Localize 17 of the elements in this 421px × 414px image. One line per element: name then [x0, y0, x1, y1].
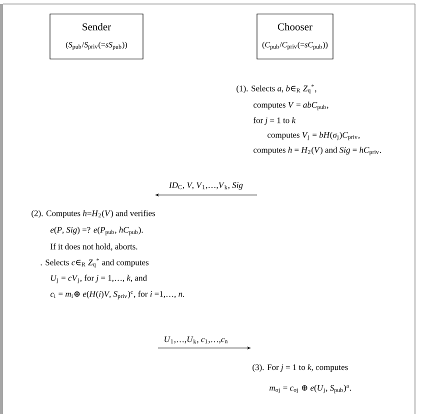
protocol-step-text: e(P, Sig) =? e(P$_{pub}$, hC$_{pub}$).	[50, 226, 143, 236]
protocol-step-text: If it does not hold, aborts.	[50, 243, 138, 251]
protocol-step-text: c$_{i}$ = m$_{i}$⊕ e(H(i)V, S$_{priv}$)$^{c}$, for i =1,…, n.	[50, 290, 184, 300]
party-box: Sender (S$_{pub}$/S$_{priv}$(=sS$_{pub}$))	[50, 14, 144, 60]
message-label: ID$_{C}$, V, V$_{1}$,…,V$_{k}$, Sig	[169, 182, 243, 190]
message-label: U$_{1}$,…,U$_{k}$, c$_{1}$,…,c$_{n}$	[164, 336, 228, 344]
protocol-step-text: computes h = H$_{2}$(V) and Sig = hC$_{priv}$.	[254, 146, 381, 156]
protocol-step-text: m$_{σj}$ = c$_{σj}$ ⊕ e(U$_{j}$, S$_{pub}$)$^{a}$.	[270, 384, 352, 394]
protocol-step-text: (1). Selects a, b∈$_{R}$ Z$_{q}$$^{*}$,	[236, 84, 316, 94]
protocol-step-text: forj = 1 to k	[253, 117, 296, 125]
party-box: Chooser (C$_{pub}$/C$_{priv}$(=sC$_{pub}$))	[256, 14, 334, 60]
protocol-step-text: computes V = abC$_{pub}$,	[254, 102, 328, 110]
protocol-step-text: . Selects c∈$_{R}$ Z$_{q}$$^{*}$ and computes	[40, 258, 149, 268]
protocol-step-text: U$_{j}$ = cV$_{j}$, forj = 1,…, k, and	[51, 274, 147, 284]
protocol-step-text: (3). Forj = 1 to k, computes	[252, 364, 348, 372]
protocol-step-text: (2). Computes h=H$_{2}$(V) and verifies	[32, 210, 156, 218]
protocol-step-text: computes V$_{j}$ = bH(σ$_{j}$)C$_{priv}$,	[268, 132, 360, 140]
